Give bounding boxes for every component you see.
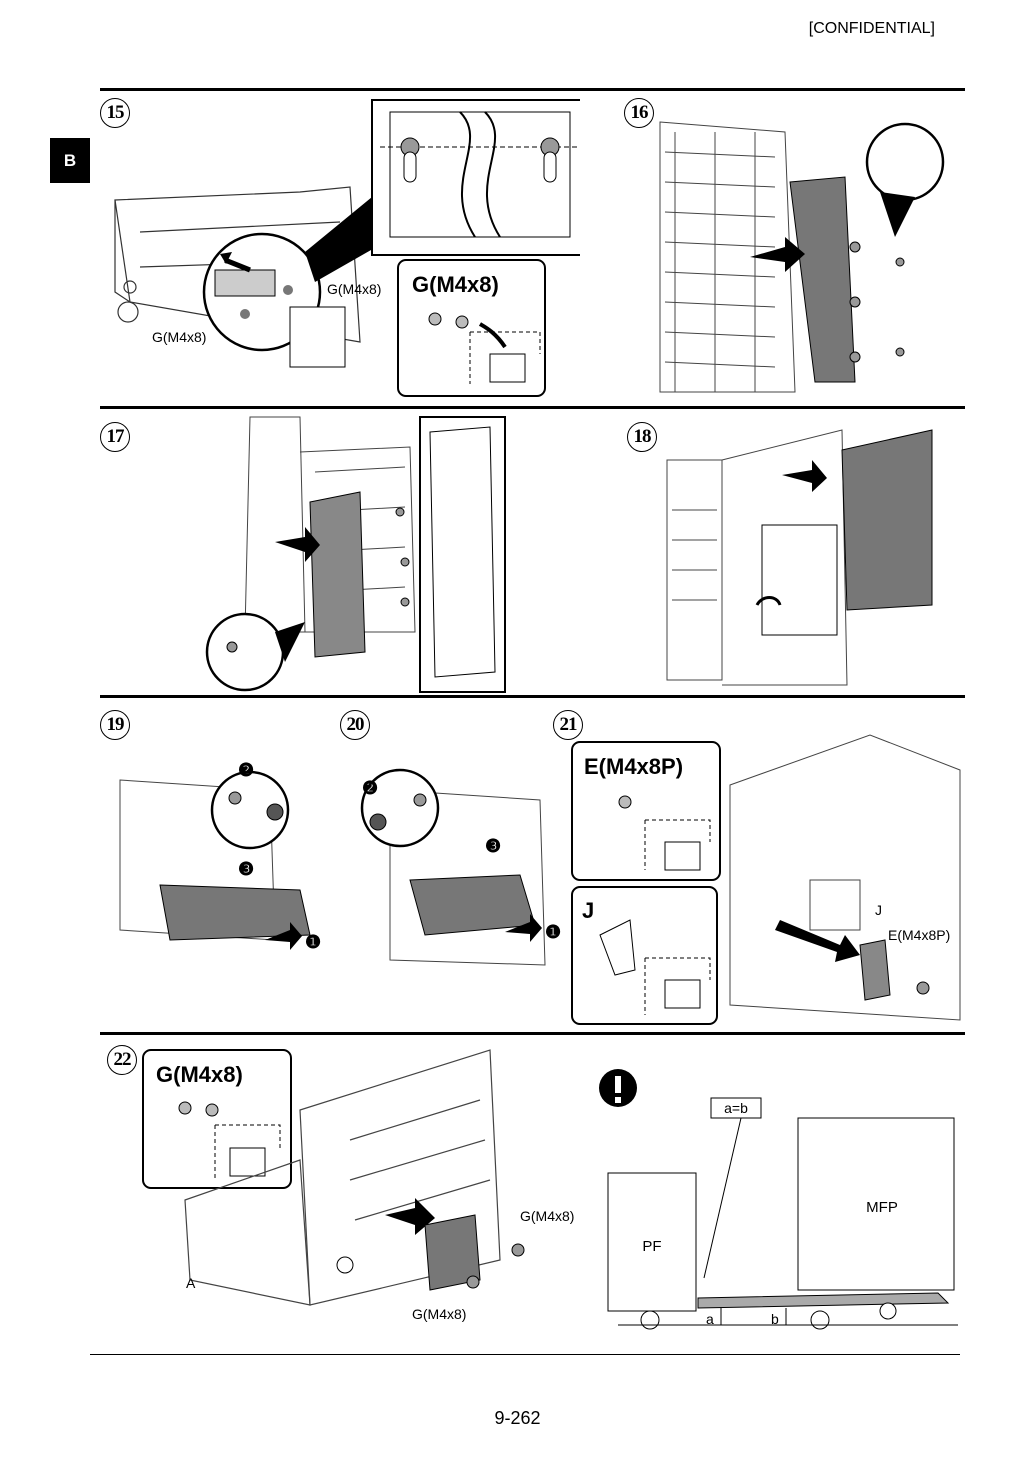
step-20-callout-3: ❸ [485,836,501,856]
page-number: 9-262 [494,1408,541,1428]
step-22-number: 22 [107,1045,137,1075]
step-21-box-title-1: E(M4x8P) [584,754,683,779]
step-22-label-a: A [186,1275,196,1291]
step-17-illustration [205,416,506,693]
section-tab: B [50,138,90,183]
step-21-label-e: E(M4x8P) [888,927,950,943]
diagram-gap-a: a [706,1311,714,1327]
step-15-label-2: G(M4x8) [152,329,206,345]
step-20-number: 20 [340,710,370,740]
rule-row4 [100,1032,965,1035]
step-19-callout-3: ❸ [238,859,254,879]
step-15-box-title: G(M4x8) [412,272,499,297]
step-20-callout-1: ❶ [545,922,561,942]
step-21-illustration: E(M4x8P) J J E(M4x8P) [571,734,961,1025]
diagram-pf-label: PF [642,1238,661,1255]
step-21-number: 21 [553,710,583,740]
confidential-label: [CONFIDENTIAL] [808,20,935,37]
step-19-callout-1: ❶ [305,932,321,952]
step-22-label-2: G(M4x8) [412,1306,466,1322]
rule-bottom [90,1354,960,1355]
diagram-mfp-label: MFP [866,1199,898,1216]
step-19-number: 19 [100,710,130,740]
step-15-number: 15 [100,98,130,128]
step-20-callout-2: ❷ [362,778,378,798]
alignment-diagram: a=b PF MFP a b [599,1069,958,1330]
step-16-illustration [659,121,945,393]
step-15-label-1: G(M4x8) [327,281,381,297]
step-15-illustration: G(M4x8) G(M4x8) G(M4x8) [114,99,580,397]
rule-top [100,88,965,91]
step-20-illustration: ❷ ❸ ❶ [360,768,561,966]
step-22-illustration: G(M4x8) G(M4x8) G(M4x8) A [142,1049,574,1322]
step-22-label-1: G(M4x8) [520,1208,574,1224]
step-22-box-title: G(M4x8) [156,1062,243,1087]
rule-row3 [100,695,965,698]
step-18-number: 18 [627,422,657,452]
step-18-illustration [666,429,933,686]
diagram-equation: a=b [724,1100,748,1116]
step-19-callout-2: ❷ [238,760,254,780]
step-21-box-title-2: J [582,898,594,923]
step-19-illustration: ❷ ❸ ❶ [119,760,321,952]
step-21-label-j: J [875,902,882,918]
step-17-number: 17 [100,422,130,452]
step-16-number: 16 [624,98,654,128]
diagram-gap-b: b [771,1311,779,1327]
rule-row2 [100,406,965,409]
